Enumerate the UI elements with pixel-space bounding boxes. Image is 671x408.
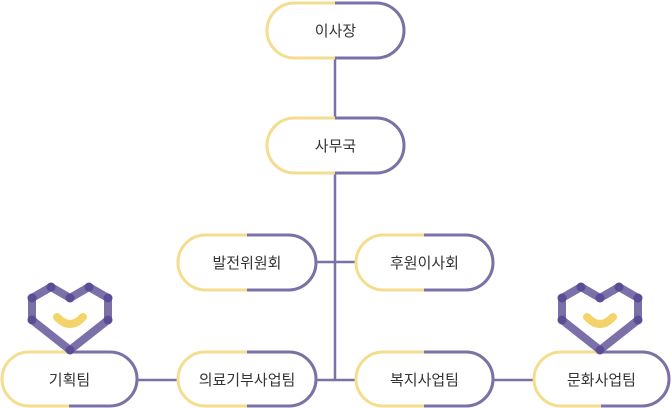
node-support-board: 후원이사회 — [354, 233, 495, 292]
node-secretariat-label: 사무국 — [315, 137, 357, 155]
node-welfare-team: 복지사업팀 — [354, 350, 495, 408]
connector-lines — [137, 58, 534, 382]
node-planning-team: 기획팀 — [0, 350, 139, 408]
node-chairman-label: 이사장 — [315, 22, 357, 40]
node-culture-team: 문화사업팀 — [532, 350, 671, 408]
node-medical-donation-team: 의료기부사업팀 — [176, 350, 318, 408]
node-development-committee-label: 발전위원회 — [212, 254, 281, 272]
hexagon-heart-icon — [557, 282, 643, 355]
node-medical-donation-team-label: 의료기부사업팀 — [199, 371, 296, 389]
node-welfare-team-label: 복지사업팀 — [390, 371, 459, 389]
hexagon-heart-icon — [27, 282, 113, 355]
node-support-board-label: 후원이사회 — [390, 254, 459, 272]
node-chairman: 이사장 — [265, 1, 406, 60]
node-development-committee: 발전위원회 — [176, 233, 318, 292]
node-culture-team-label: 문화사업팀 — [567, 371, 636, 389]
node-secretariat: 사무국 — [265, 116, 406, 175]
node-planning-team-label: 기획팀 — [49, 371, 90, 389]
